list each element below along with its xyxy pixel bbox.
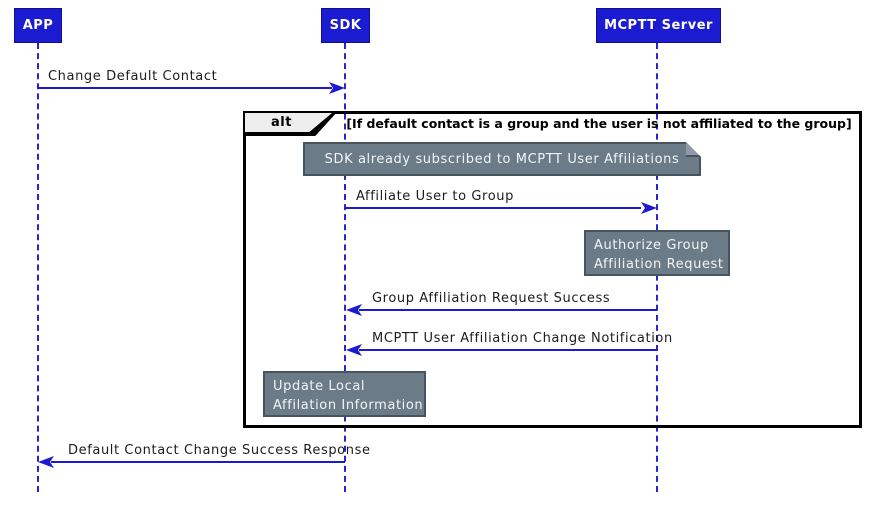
alt-fragment-frame [243,111,862,428]
message-line [359,309,657,311]
message-line [359,349,657,351]
message-label-affiliation-change-notification: MCPTT User Affiliation Change Notificati… [372,331,673,346]
message-label-affiliation-success: Group Affiliation Request Success [372,291,611,306]
lifeline-app [37,43,39,492]
participant-sdk: SDK [321,8,370,43]
lifeline-sdk [344,43,346,492]
alt-operator-label: alt [245,113,332,132]
message-line [51,461,345,463]
action-line1: Update Local [273,379,366,394]
action-update-local-affiliation: Update Local Affilation Information [263,371,426,417]
action-line1: Authorize Group [594,238,709,253]
message-label-affiliate-user: Affiliate User to Group [356,189,514,204]
message-label-default-contact-success: Default Contact Change Success Response [68,443,371,458]
participant-app: APP [14,8,62,43]
action-line2: Affiliation Request [594,257,724,272]
action-authorize-group: Authorize Group Affiliation Request [584,230,730,276]
message-line [38,87,332,89]
alt-guard-condition: [If default contact is a group and the u… [346,116,852,131]
note: SDK already subscribed to MCPTT User Aff… [303,142,701,176]
message-label-change-default-contact: Change Default Contact [48,69,218,84]
message-line [345,207,641,209]
action-line2: Affilation Information [273,398,424,413]
participant-mcptt-server: MCPTT Server [596,8,721,43]
